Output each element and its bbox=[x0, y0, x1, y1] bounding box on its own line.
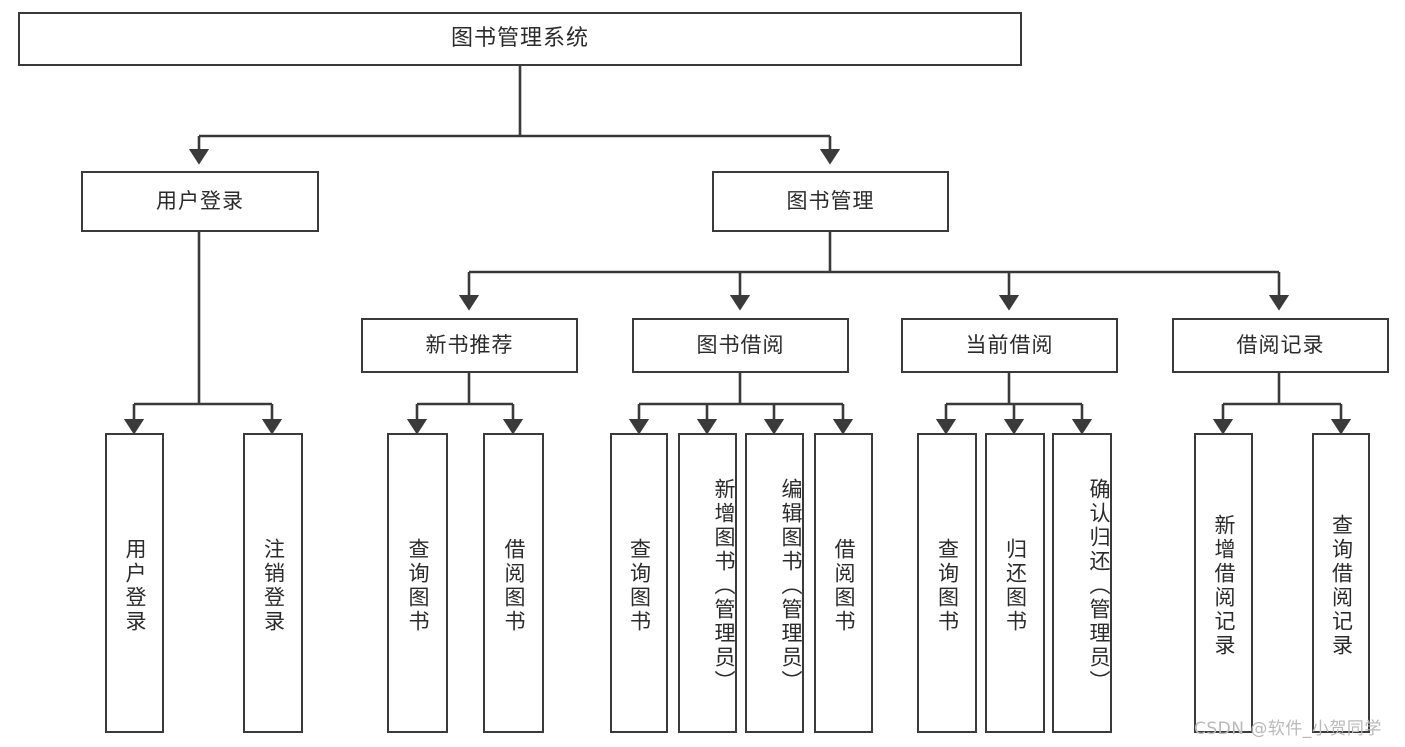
leaf-current-confirm-return-admin[interactable]: 确认归还（管理员） bbox=[1052, 433, 1112, 733]
leaf-borrow-add-book-admin[interactable]: 新增图书（管理员） bbox=[678, 433, 737, 733]
leaf-recommend-query-book[interactable]: 查询图书 bbox=[387, 433, 448, 733]
node-current-borrow[interactable]: 当前借阅 bbox=[901, 318, 1118, 373]
leaf-current-return-book[interactable]: 归还图书 bbox=[985, 433, 1045, 733]
node-user-login[interactable]: 用户登录 bbox=[81, 171, 319, 232]
leaf-borrow-query-book[interactable]: 查询图书 bbox=[610, 433, 668, 733]
csdn-watermark: CSDN @软件_小贺同学 bbox=[1194, 719, 1382, 739]
leaf-current-query-book[interactable]: 查询图书 bbox=[917, 433, 977, 733]
leaf-borrow-edit-book-admin[interactable]: 编辑图书（管理员） bbox=[745, 433, 804, 733]
node-borrow-record[interactable]: 借阅记录 bbox=[1172, 318, 1389, 373]
leaf-borrow-borrow-book[interactable]: 借阅图书 bbox=[814, 433, 873, 733]
leaf-recommend-borrow-book[interactable]: 借阅图书 bbox=[483, 433, 544, 733]
leaf-user-login-signin[interactable]: 用户登录 bbox=[105, 433, 164, 733]
leaf-user-login-signout[interactable]: 注销登录 bbox=[243, 433, 303, 733]
node-new-book-recommend[interactable]: 新书推荐 bbox=[361, 318, 578, 373]
node-root-system[interactable]: 图书管理系统 bbox=[18, 12, 1022, 66]
node-book-management[interactable]: 图书管理 bbox=[712, 171, 949, 232]
leaf-record-query-borrow-record[interactable]: 查询借阅记录 bbox=[1312, 433, 1370, 733]
leaf-record-add-borrow-record[interactable]: 新增借阅记录 bbox=[1194, 433, 1253, 733]
node-book-borrow[interactable]: 图书借阅 bbox=[632, 318, 849, 373]
